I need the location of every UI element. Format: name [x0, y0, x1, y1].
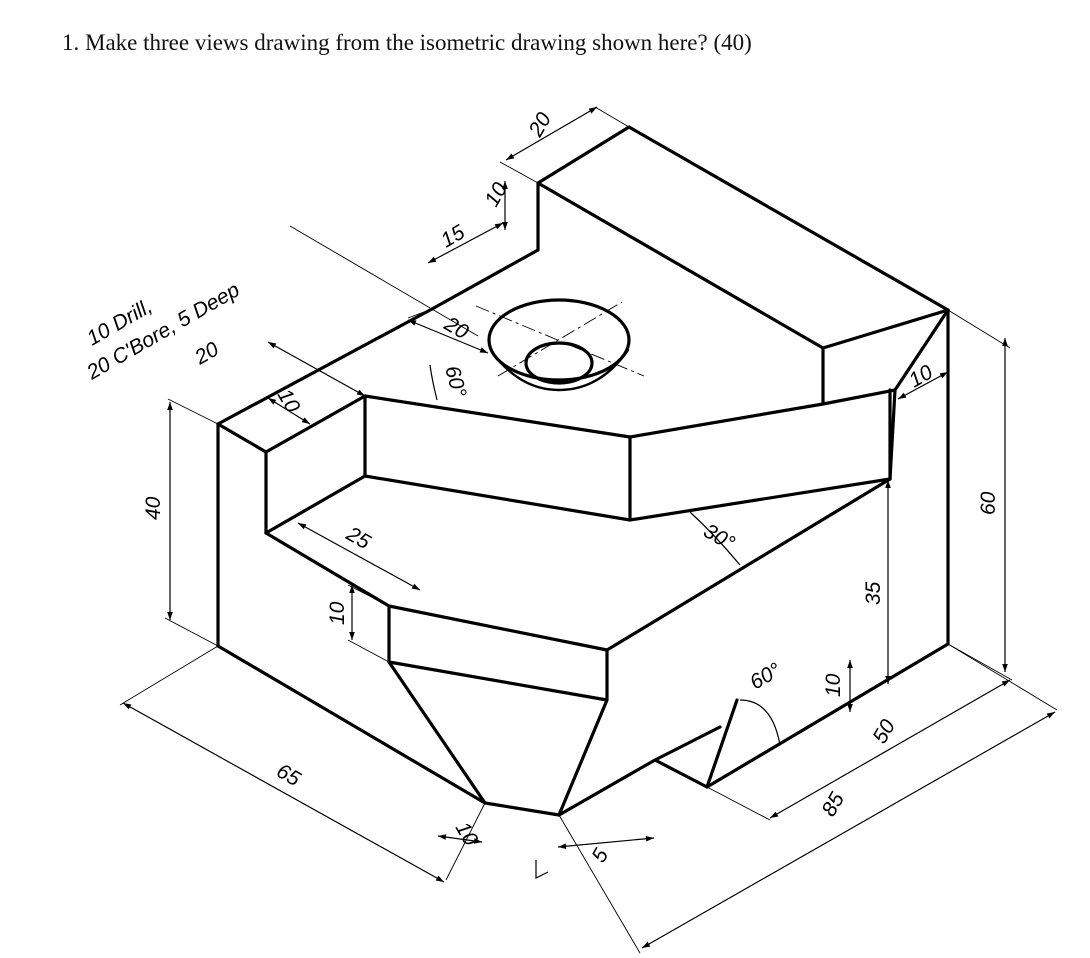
- bottom-edge: [557, 698, 739, 817]
- dim-label-40: 40: [142, 496, 165, 520]
- upper-platform-front-face: [363, 388, 892, 522]
- dim-label-10-mid: 10: [326, 601, 349, 625]
- dim-label-15: 15: [437, 221, 469, 253]
- dim-label-65: 65: [273, 759, 305, 791]
- dim-label-35: 35: [862, 581, 885, 605]
- back-block: [536, 125, 950, 350]
- dim-label-30deg: 30°: [700, 519, 739, 555]
- dim-label-10-left: 10: [273, 385, 305, 417]
- left-wall-front-face: [216, 422, 268, 648]
- dim-label-60deg-top: 60°: [440, 363, 470, 400]
- counterbore-note: 10 Drill, 20 C'Bore, 5 Deep: [82, 278, 243, 384]
- lower-step-inner-edge: [264, 474, 367, 535]
- dim-label-85: 85: [817, 788, 849, 820]
- dim-label-10-vert-right: 10: [822, 673, 845, 697]
- dimension-labels: 20 10 15 20 60° 20 10 40 25 10 65 10 5 8…: [142, 108, 1000, 866]
- dim-label-50: 50: [868, 715, 900, 747]
- hole-centerline-b: [475, 305, 645, 377]
- dim-label-10-bottom: 10: [451, 818, 483, 850]
- hole-centerline-a: [497, 301, 623, 377]
- dim-label-5: 5: [587, 845, 613, 867]
- extension-lines: [119, 106, 1058, 954]
- dimension-lines: [122, 106, 1056, 949]
- dim-label-20-left: 20: [190, 338, 223, 370]
- counterbore-outer: [487, 298, 631, 382]
- dim-label-60: 60: [977, 491, 1000, 515]
- left-wall-top-face: [216, 307, 434, 454]
- dim-label-20-top: 20: [524, 108, 556, 141]
- dim-label-10-top: 10: [480, 178, 512, 210]
- dim-label-60deg-bottom: 60°: [746, 659, 785, 695]
- lower-step-top: [264, 477, 892, 652]
- drill-hole-inner: [524, 341, 594, 385]
- upper-platform-top: [363, 248, 950, 439]
- object-outline: [216, 125, 950, 817]
- question-text: 1. Make three views drawing from the iso…: [62, 30, 752, 55]
- counterbore-depth: [490, 348, 630, 392]
- right-chamfer-face: [821, 308, 950, 481]
